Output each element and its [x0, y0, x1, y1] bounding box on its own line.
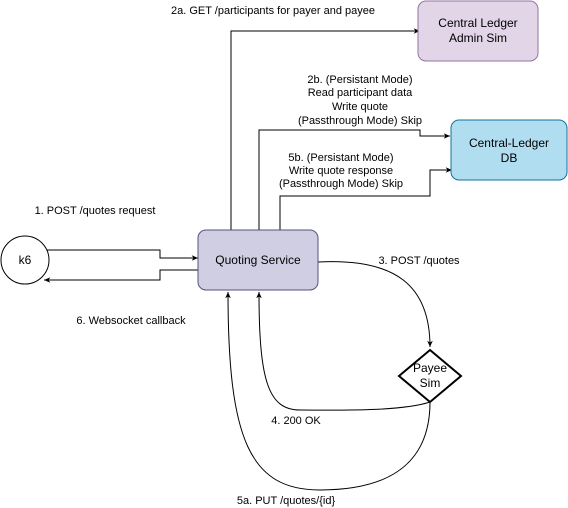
quoting-service-box	[197, 229, 319, 291]
label-post-quotes-request: 1. POST /quotes request	[35, 205, 156, 217]
edge-put-quotes-id	[225, 291, 431, 491]
quoting-service-label: Quoting Service	[215, 253, 301, 267]
payee-sim-diamond	[397, 348, 463, 404]
label-2b-line1: 2b. (Persistant Mode)	[307, 74, 412, 86]
admin-sim-box	[417, 0, 539, 62]
label-post-quotes: 3. POST /quotes	[378, 255, 460, 267]
edge-write-quote-response	[279, 167, 452, 230]
label-websocket-callback: 6. Websocket callback	[76, 315, 186, 327]
label-5b-line1: 5b. (Persistant Mode)	[288, 152, 393, 164]
edge-200-ok	[256, 291, 431, 411]
label-2b-line4: (Passthrough Mode) Skip	[298, 115, 422, 127]
edge-post-quotes	[317, 261, 433, 348]
label-5b-line2: Write quote response	[289, 165, 393, 177]
edge-websocket-callback	[44, 269, 198, 283]
node-admin-sim: Central Ledger Admin Sim	[417, 0, 539, 62]
label-200-ok: 4. 200 OK	[271, 415, 321, 427]
node-payee-sim: Payee Sim	[397, 348, 463, 404]
admin-sim-label-line1: Central Ledger	[438, 16, 517, 30]
k6-label: k6	[19, 253, 32, 267]
admin-sim-label-line2: Admin Sim	[449, 31, 507, 45]
label-2b-line2: Read participant data	[308, 87, 413, 99]
label-get-participants: 2a. GET /participants for payer and paye…	[171, 5, 375, 17]
edge-post-quotes-request	[47, 249, 198, 261]
label-put-quotes-id: 5a. PUT /quotes/{id}	[237, 495, 336, 507]
k6-circle	[0, 235, 50, 285]
node-central-ledger-db: Central-Ledger DB	[450, 119, 568, 181]
edge-get-participants	[230, 28, 420, 230]
payee-sim-label-line2: Sim	[420, 376, 441, 390]
edge-read-write-quote	[258, 129, 450, 230]
central-ledger-db-box	[450, 119, 568, 181]
node-k6: k6	[0, 235, 50, 285]
payee-sim-label-line1: Payee	[413, 361, 447, 375]
node-quoting-service: Quoting Service	[197, 229, 319, 291]
label-2b-line3: Write quote	[332, 101, 388, 113]
label-5b-line3: (Passthrough Mode) Skip	[279, 178, 403, 190]
central-ledger-db-label-line1: Central-Ledger	[469, 136, 549, 150]
central-ledger-db-label-line2: DB	[501, 151, 518, 165]
